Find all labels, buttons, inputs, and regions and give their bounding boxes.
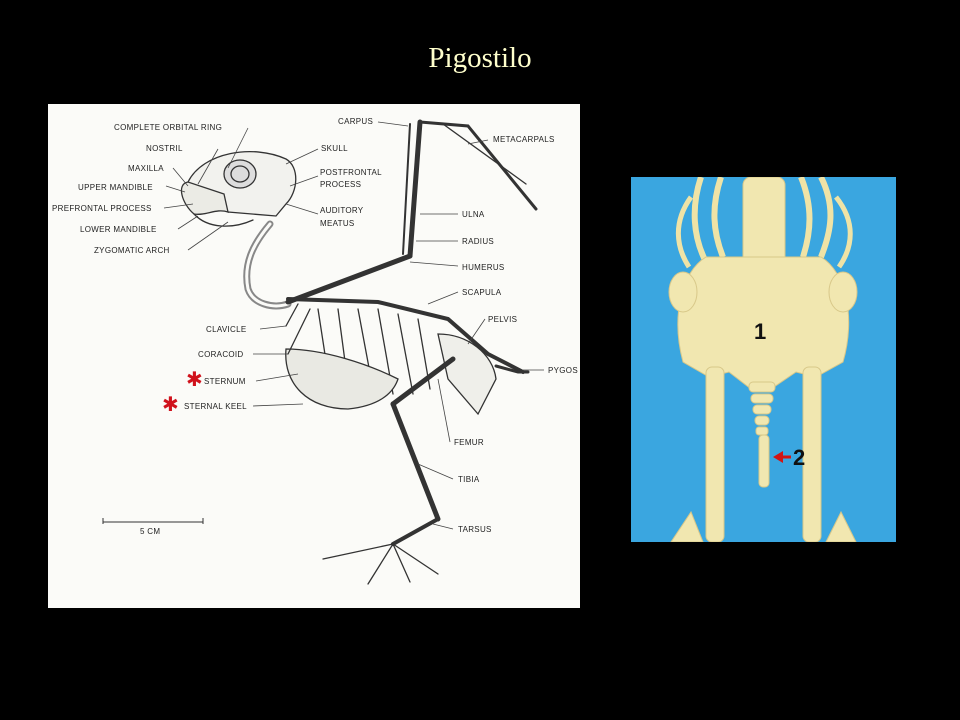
label-metacarpals: METACARPALS <box>493 135 555 144</box>
pygostyle <box>494 364 530 374</box>
marker-2: 2 <box>793 445 805 470</box>
label-pelvis: PELVIS <box>488 315 517 324</box>
asterisk-sternal-keel-icon: ✱ <box>162 392 179 416</box>
label-sternum: STERNUM <box>204 377 246 386</box>
label-lower-mandible: LOWER MANDIBLE <box>80 225 157 234</box>
radius-ulna <box>407 119 423 259</box>
label-pygos: PYGOS <box>548 366 578 375</box>
femur-bone <box>390 356 456 407</box>
tibia-bone <box>390 401 441 522</box>
label-coracoid: CORACOID <box>198 350 244 359</box>
humerus-bone <box>285 253 413 305</box>
label-tarsus: TARSUS <box>458 525 492 534</box>
label-scapula: SCAPULA <box>462 288 502 297</box>
spine <box>286 297 525 374</box>
pygostyle-bone <box>758 434 770 488</box>
pelvis-photo: 1 2 <box>631 177 896 542</box>
scale-label: 5 CM <box>140 527 160 536</box>
label-auditory: AUDITORY <box>320 206 364 215</box>
label-complete-orbital-ring: COMPLETE ORBITAL RING <box>114 123 222 132</box>
label-femur: FEMUR <box>454 438 484 447</box>
label-radius: RADIUS <box>462 237 494 246</box>
label-auditory-meatus: MEATUS <box>320 219 355 228</box>
label-humerus: HUMERUS <box>462 263 505 272</box>
label-tibia: TIBIA <box>458 475 480 484</box>
tarsus-bone <box>391 517 440 546</box>
orbital-ring <box>223 159 257 189</box>
label-prefrontal-process: PREFRONTAL PROCESS <box>52 204 152 213</box>
label-upper-mandible: UPPER MANDIBLE <box>78 183 153 192</box>
label-clavicle: CLAVICLE <box>206 325 247 334</box>
label-skull: SKULL <box>321 144 348 153</box>
label-maxilla: MAXILLA <box>128 164 164 173</box>
pelvis <box>437 333 497 416</box>
skeleton-diagram: COMPLETE ORBITAL RING NOSTRIL MAXILLA UP… <box>48 104 580 608</box>
sternum-keel <box>285 348 399 410</box>
asterisk-sternum-icon: ✱ <box>186 367 203 391</box>
pelvis-photo-drawing: 1 2 <box>668 177 858 542</box>
neck-vertebrae <box>243 220 292 310</box>
red-arrow-icon <box>773 451 791 463</box>
label-postfrontal: POSTFRONTAL <box>320 168 382 177</box>
label-sternal-keel: STERNAL KEEL <box>184 402 247 411</box>
label-zygomatic-arch: ZYGOMATIC ARCH <box>94 246 170 255</box>
marker-1: 1 <box>754 319 766 344</box>
label-nostril: NOSTRIL <box>146 144 183 153</box>
label-carpus: CARPUS <box>338 117 373 126</box>
skeleton-drawing: COMPLETE ORBITAL RING NOSTRIL MAXILLA UP… <box>52 117 578 585</box>
label-ulna: ULNA <box>462 210 485 219</box>
slide-title: Pigostilo <box>428 42 532 74</box>
label-postfrontal-process: PROCESS <box>320 180 361 189</box>
metacarpals <box>418 120 538 211</box>
scale-bar: 5 CM <box>102 518 204 536</box>
